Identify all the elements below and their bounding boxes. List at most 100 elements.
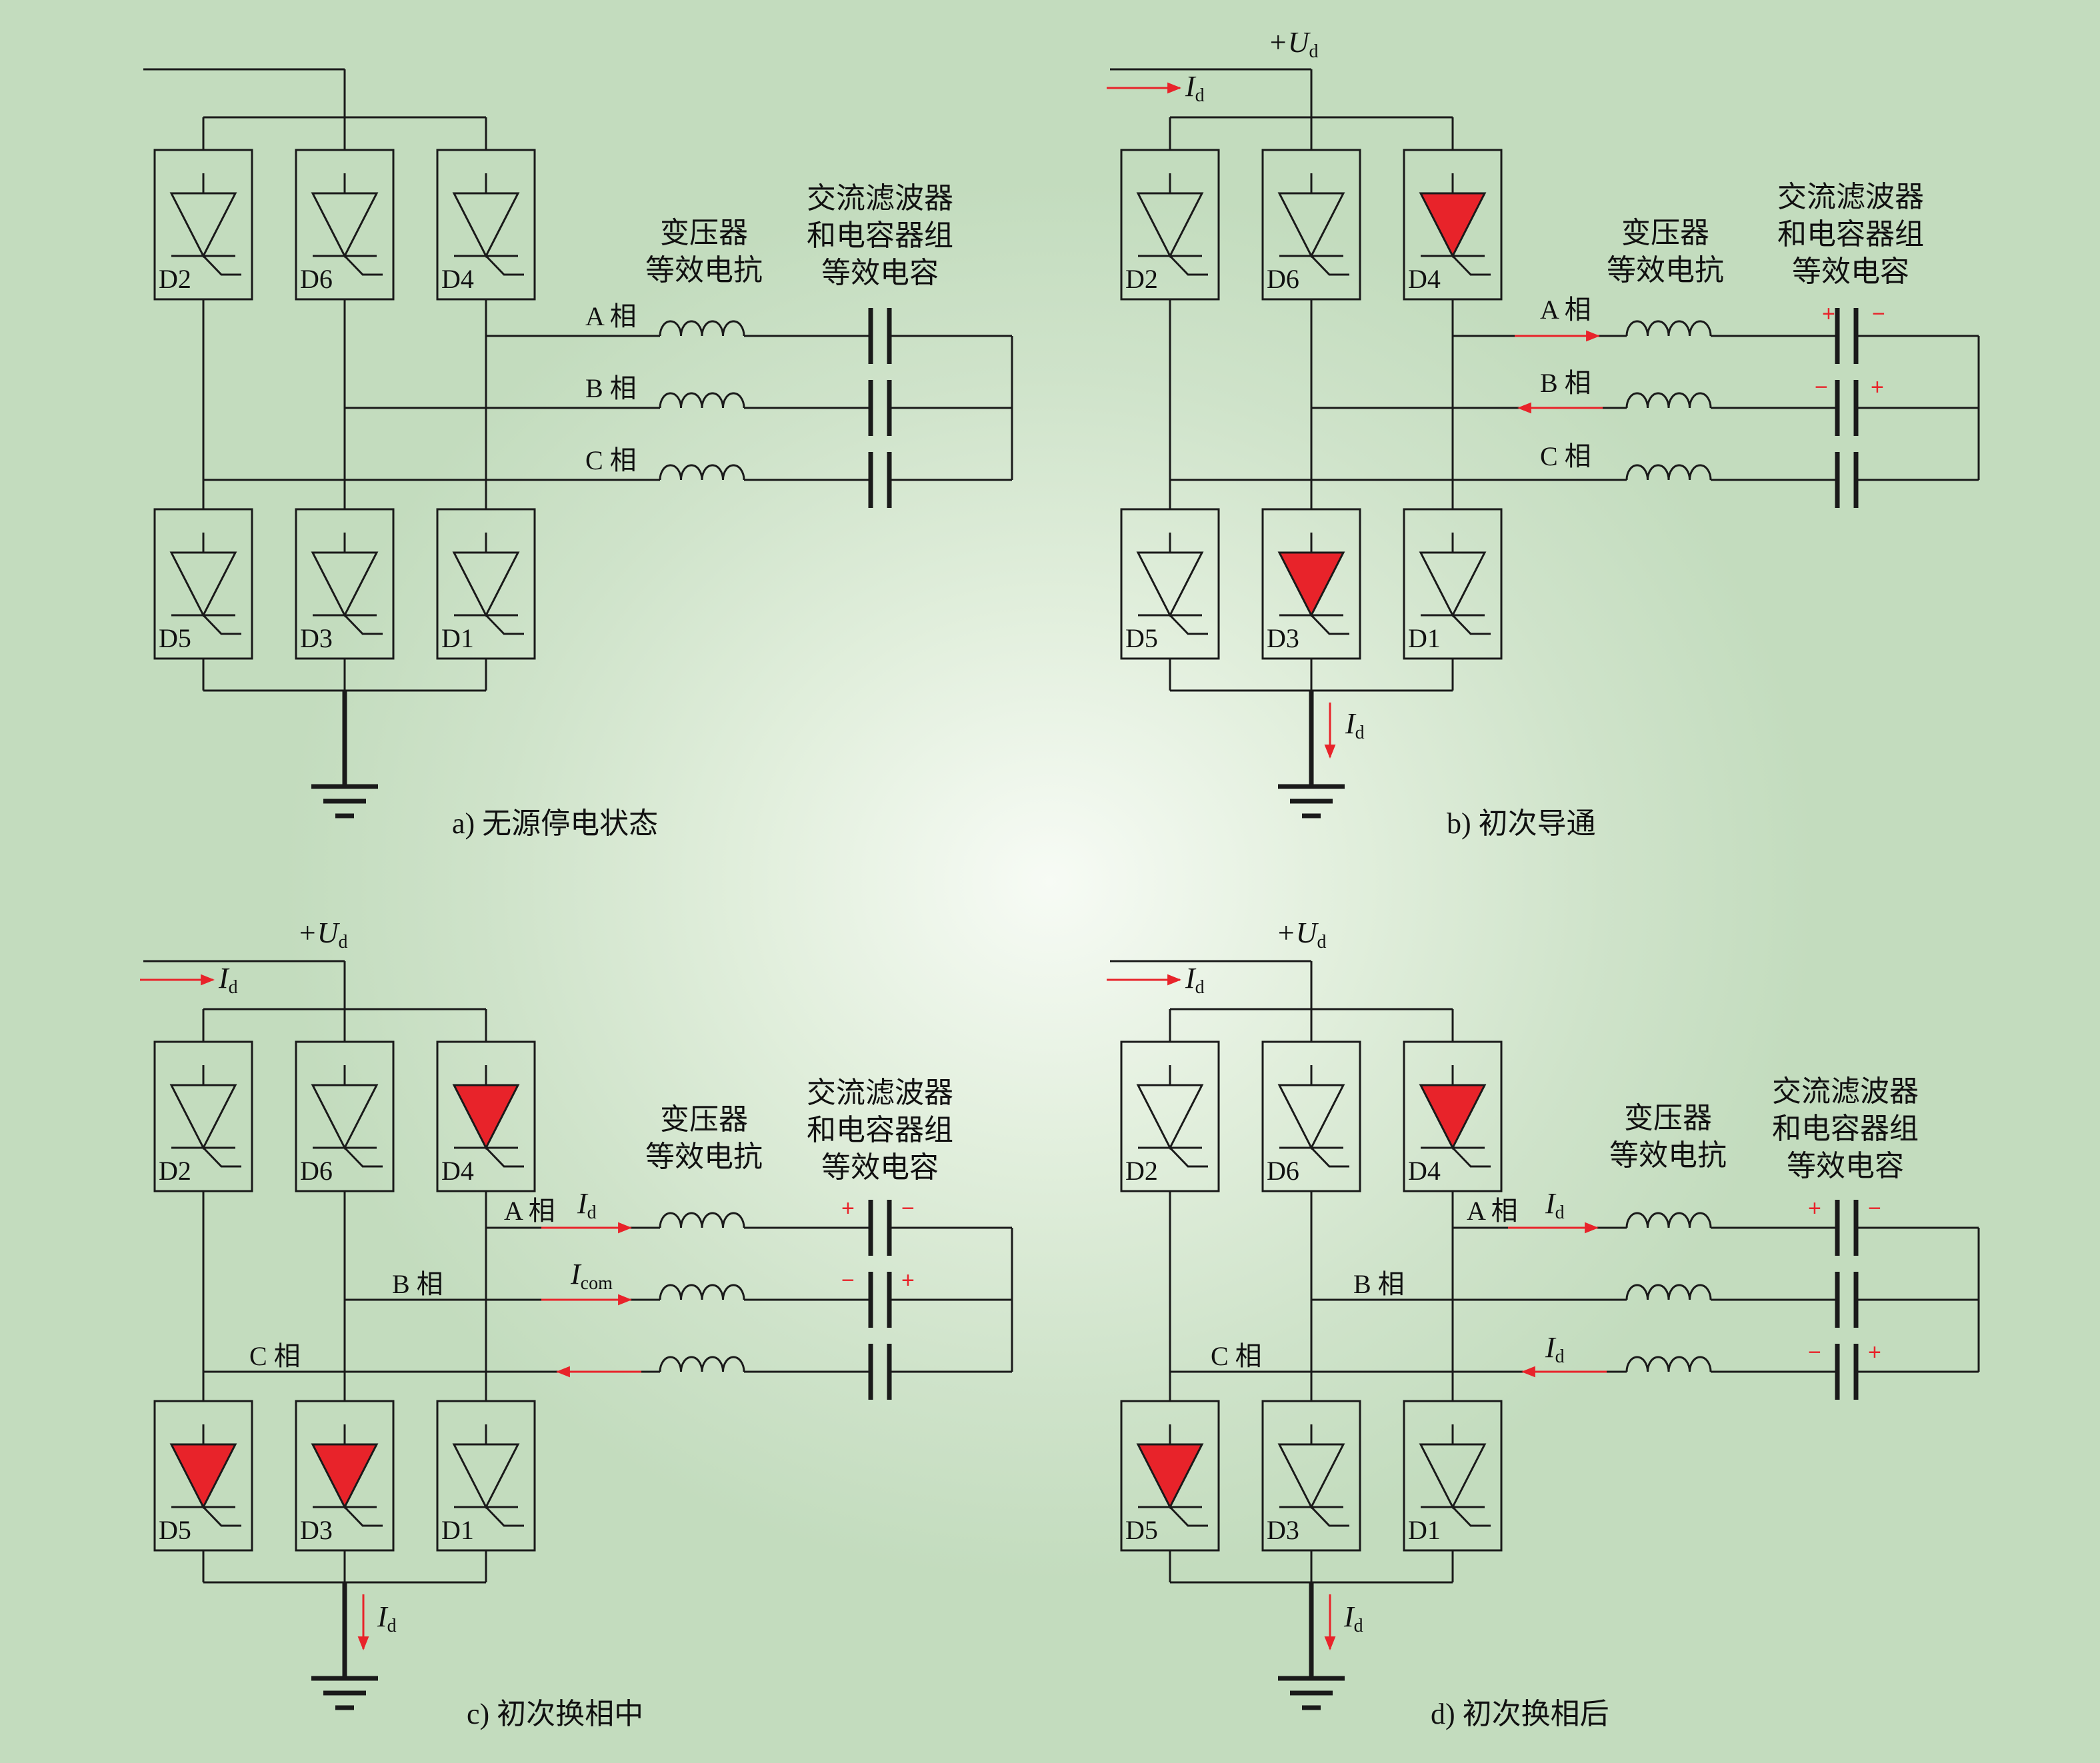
- valve-label-d5: D5: [159, 1515, 191, 1545]
- commutation-current-sub: com: [581, 1273, 613, 1294]
- id-label-phase-a: Id: [577, 1187, 597, 1223]
- cap-a-plus: +: [841, 1196, 855, 1221]
- valve-d4-conducting: D4: [1403, 1040, 1503, 1192]
- valve-label-d5: D5: [1125, 1515, 1158, 1545]
- valve-d5-conducting: D5: [153, 1400, 253, 1552]
- valve-label-d3: D3: [300, 623, 333, 653]
- cap-a-minus: −: [1872, 301, 1885, 327]
- phase-c-label: C 相: [585, 445, 637, 475]
- cap-a-plus: +: [1822, 301, 1835, 327]
- panel-b: D2 D6 D4 D5: [1107, 26, 1980, 840]
- phase-a-label: A 相: [585, 301, 637, 331]
- id-label-phase-c: Id: [1545, 1331, 1565, 1367]
- current-main: I: [577, 1187, 589, 1220]
- current-main: I: [1343, 1600, 1355, 1633]
- cap-a-plus: +: [1808, 1196, 1821, 1221]
- commutation-current-main: I: [570, 1258, 582, 1290]
- valve-d6: D6: [295, 149, 395, 301]
- id-label-in: Id: [1185, 962, 1205, 998]
- current-sub: d: [387, 1616, 397, 1636]
- valve-d4-conducting: D4: [1403, 149, 1503, 301]
- current-arrows: [1107, 974, 1607, 1651]
- dc-voltage-sub: d: [338, 932, 347, 952]
- valve-d3: D3: [1261, 1400, 1361, 1552]
- filter-label-line1: 交流滤波器: [807, 1076, 953, 1109]
- transformer-label-line1: 变压器: [1624, 1102, 1712, 1134]
- current-main: I: [1185, 70, 1197, 103]
- valve-label-d4: D4: [1408, 1156, 1441, 1186]
- id-label-in: Id: [1185, 70, 1205, 106]
- filter-label-line3: 等效电容: [821, 257, 939, 289]
- cap-b-minus: −: [1815, 375, 1828, 400]
- valve-d1: D1: [436, 508, 536, 660]
- valve-label-d5: D5: [159, 623, 191, 653]
- filter-label-line2: 和电容器组: [807, 219, 953, 252]
- dc-voltage-sub: d: [1317, 932, 1326, 952]
- dc-voltage-label: +Ud: [1276, 916, 1326, 952]
- current-sub: d: [1195, 85, 1205, 106]
- valve-label-d4: D4: [441, 1156, 474, 1186]
- current-main: I: [1545, 1187, 1557, 1220]
- dc-voltage-sub: d: [1309, 41, 1318, 62]
- valve-label-d6: D6: [1267, 1156, 1299, 1186]
- valve-d1: D1: [436, 1400, 536, 1552]
- current-main: I: [1545, 1331, 1557, 1364]
- valve-label-d1: D1: [1408, 1515, 1441, 1545]
- cap-a-minus: −: [901, 1196, 915, 1221]
- id-label-phase-a: Id: [1545, 1187, 1565, 1223]
- phase-b-label: B 相: [585, 373, 637, 403]
- valve-d1: D1: [1403, 508, 1503, 660]
- current-sub: d: [587, 1202, 597, 1223]
- transformer-label-line2: 等效电抗: [645, 254, 763, 287]
- dc-voltage-label: +Ud: [1268, 26, 1318, 62]
- valve-label-d1: D1: [1408, 623, 1441, 653]
- valve-d5-conducting: D5: [1120, 1400, 1220, 1552]
- cap-c-plus: +: [1868, 1340, 1881, 1365]
- wiring: [1110, 68, 1980, 819]
- filter-label-line3: 等效电容: [821, 1151, 939, 1184]
- filter-label-line3: 等效电容: [1787, 1150, 1904, 1182]
- id-label-in: Id: [218, 962, 238, 998]
- transformer-label-line1: 变压器: [660, 1103, 748, 1136]
- phase-c-label: C 相: [1540, 441, 1591, 471]
- wiring: [1110, 960, 1980, 1710]
- current-sub: d: [1555, 1346, 1565, 1367]
- caption-a: a) 无源停电状态: [452, 807, 658, 840]
- valve-d3: D3: [295, 508, 395, 660]
- caption-b: b) 初次导通: [1447, 807, 1596, 840]
- wiring: [143, 68, 1013, 819]
- valve-label-d4: D4: [441, 264, 474, 294]
- current-main: I: [218, 962, 230, 994]
- transformer-label-line2: 等效电抗: [1609, 1139, 1727, 1172]
- current-main: I: [377, 1600, 389, 1633]
- filter-label-line1: 交流滤波器: [1772, 1075, 1919, 1108]
- filter-label-line1: 交流滤波器: [1777, 181, 1924, 213]
- valve-d1: D1: [1403, 1400, 1503, 1552]
- valve-d2: D2: [153, 149, 253, 301]
- filter-label-line2: 和电容器组: [1772, 1112, 1919, 1145]
- caption-d: d) 初次换相后: [1431, 1698, 1609, 1730]
- valve-d3-conducting: D3: [295, 1400, 395, 1552]
- dc-voltage-main: +U: [297, 916, 341, 949]
- transformer-label-line1: 变压器: [660, 217, 748, 249]
- caption-c: c) 初次换相中: [467, 1698, 643, 1730]
- valve-label-d1: D1: [441, 1515, 474, 1545]
- phase-a-label: A 相: [1540, 295, 1591, 325]
- valve-d4: D4: [436, 149, 536, 301]
- current-sub: d: [1354, 1616, 1363, 1636]
- dc-voltage-main: +U: [1276, 916, 1319, 949]
- valve-label-d1: D1: [441, 623, 474, 653]
- phase-a-label: A 相: [504, 1196, 555, 1226]
- id-label-out: Id: [1343, 1600, 1363, 1636]
- panel-d: D2 D6 D4 D5: [1107, 916, 1980, 1730]
- filter-label-line3: 等效电容: [1792, 255, 1909, 288]
- cap-a-minus: −: [1868, 1196, 1881, 1221]
- phase-b-label: B 相: [392, 1269, 443, 1299]
- valve-d6: D6: [1261, 1040, 1361, 1192]
- icom-label: Icom: [570, 1258, 613, 1294]
- cap-c-minus: −: [1808, 1340, 1821, 1365]
- phase-b-label: B 相: [1353, 1269, 1405, 1299]
- cap-b-plus: +: [1871, 375, 1884, 400]
